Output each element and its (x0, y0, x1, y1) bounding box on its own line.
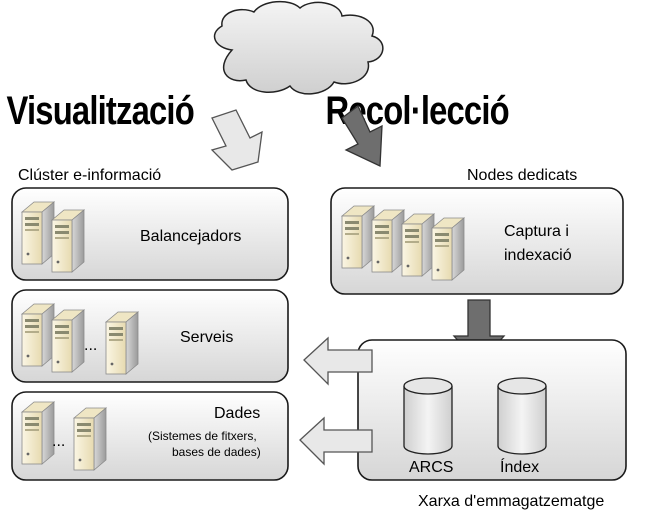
index-label: Índex (500, 457, 539, 476)
data-label: Dades (214, 405, 260, 422)
capture-label-1: Captura i (504, 223, 569, 240)
dedicated-nodes-label: Nodes dedicats (467, 167, 577, 184)
balancers-label: Balancejadors (140, 228, 241, 245)
storage-network-label: Xarxa d'emmagatzematge (418, 493, 604, 510)
cluster-label: Clúster e-informació (18, 167, 161, 184)
data-box: ... Dades (Sistemes de fitxers, bases de… (11, 391, 289, 481)
title-visualitzacio: Visualització (7, 88, 194, 133)
balancers-box: Balancejadors (11, 187, 289, 281)
arcs-label: ARCS (409, 459, 453, 476)
capture-indexing-box: Captura i indexació (330, 187, 624, 295)
arrow-icon (341, 104, 383, 168)
data-ellipsis: ... (52, 433, 65, 450)
data-sublabel-1: (Sistemes de fitxers, (148, 429, 257, 443)
capture-label-2: indexació (504, 247, 572, 264)
database-icon (403, 377, 453, 455)
data-sublabel-2: bases de dades) (172, 445, 261, 459)
services-box: ... Serveis (11, 289, 289, 383)
cloud-icon (213, 0, 384, 95)
arrow-icon (299, 416, 373, 466)
services-label: Serveis (180, 329, 233, 346)
arrow-icon (210, 109, 263, 171)
services-ellipsis: ... (84, 337, 97, 354)
database-icon (497, 377, 547, 455)
storage-network-box: ARCS Índex (357, 339, 627, 481)
arrow-icon (303, 336, 373, 386)
